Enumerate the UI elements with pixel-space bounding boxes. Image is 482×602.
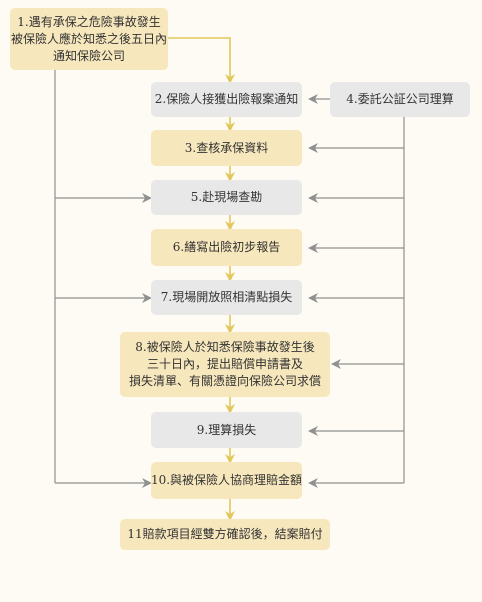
feedback-arrows <box>54 70 405 488</box>
step-6-label: 6.繕寫出險初步報告 <box>172 240 281 254</box>
step-4-label: 4.委託公証公司理算 <box>346 92 454 106</box>
step-1-line-2: 被保險人應於知悉之後五日內 <box>10 31 167 46</box>
step-7-label: 7.現場開放照相清點損失 <box>160 290 293 304</box>
step-5-box: 5.赴現場查勘 <box>151 180 302 215</box>
step-8-line-3: 損失清單、有關憑證向保險公司求償 <box>128 374 321 388</box>
step-10-label: 10.與被保險人協商理賠金額 <box>150 473 303 487</box>
step-3-box: 3.查核承保資料 <box>151 130 302 166</box>
step-9-label: 9.理算損失 <box>196 422 257 437</box>
step-7-box: 7.現場開放照相清點損失 <box>151 280 302 315</box>
step-8-box: 8.被保險人於知悉保險事故發生後 三十日內，提出賠償申請書及 損失清單、有關憑證… <box>120 332 330 397</box>
step-8-line-2: 三十日內，提出賠償申請書及 <box>146 357 303 371</box>
step-10-box: 10.與被保險人協商理賠金額 <box>151 462 302 499</box>
step-6-box: 6.繕寫出險初步報告 <box>151 229 302 266</box>
step-3-label: 3.查核承保資料 <box>184 140 269 155</box>
step-9-box: 9.理算損失 <box>151 412 302 448</box>
step-2-label: 2.保險人接獲出險報案通知 <box>154 92 299 106</box>
step-2-box: 2.保險人接獲出險報案通知 <box>151 82 302 117</box>
step-4-box: 4.委託公証公司理算 <box>330 82 470 117</box>
main-flow-arrows <box>168 37 235 521</box>
step-1-line-1: 1.遇有承保之危險事故發生 <box>17 14 161 29</box>
step-11-box: 11賠款項目經雙方確認後，結案賠付 <box>120 519 330 550</box>
step-8-line-1: 8.被保險人於知悉保險事故發生後 <box>135 340 315 354</box>
step-5-label: 5.赴現場查勘 <box>190 190 263 204</box>
step-1-line-3: 通知保險公司 <box>52 48 125 63</box>
step-1-box: 1.遇有承保之危險事故發生 被保險人應於知悉之後五日內 通知保險公司 <box>10 8 168 70</box>
step-11-label: 11賠款項目經雙方確認後，結案賠付 <box>127 527 323 541</box>
arrow-s1-to-s2 <box>168 37 235 84</box>
